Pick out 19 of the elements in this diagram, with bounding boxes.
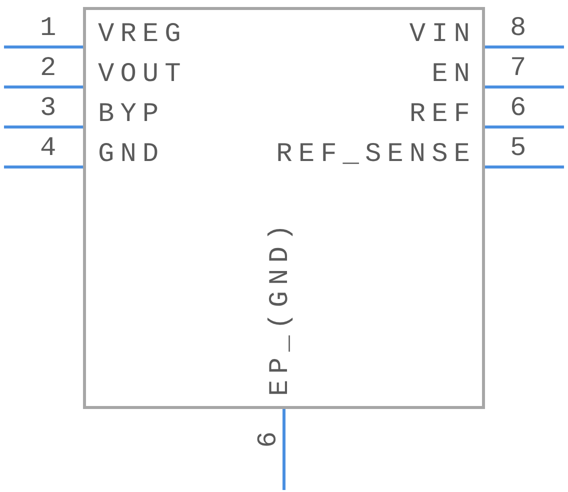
pin-number: 2 bbox=[40, 56, 56, 83]
pin-number: 8 bbox=[510, 16, 526, 43]
pin-number: 1 bbox=[40, 16, 56, 43]
pin-number: 7 bbox=[510, 56, 526, 83]
pin-name: REF bbox=[409, 102, 476, 129]
component-body bbox=[83, 7, 485, 409]
pin-name: REF_SENSE bbox=[276, 142, 476, 169]
pin-name: BYP bbox=[98, 102, 165, 129]
pin-number: 4 bbox=[40, 136, 56, 163]
pin-name: VREG bbox=[98, 22, 187, 49]
pin-name: VOUT bbox=[98, 62, 187, 89]
pin-number: 5 bbox=[510, 136, 526, 163]
pin-name: GND bbox=[98, 142, 165, 169]
pin-number: 9 bbox=[250, 431, 277, 448]
pin-number: 6 bbox=[510, 96, 526, 123]
pin-number: 3 bbox=[40, 96, 56, 123]
pin-name: VIN bbox=[409, 22, 476, 49]
pin-name: EP_(GND) bbox=[268, 218, 295, 396]
pin-name: EN bbox=[432, 62, 476, 89]
